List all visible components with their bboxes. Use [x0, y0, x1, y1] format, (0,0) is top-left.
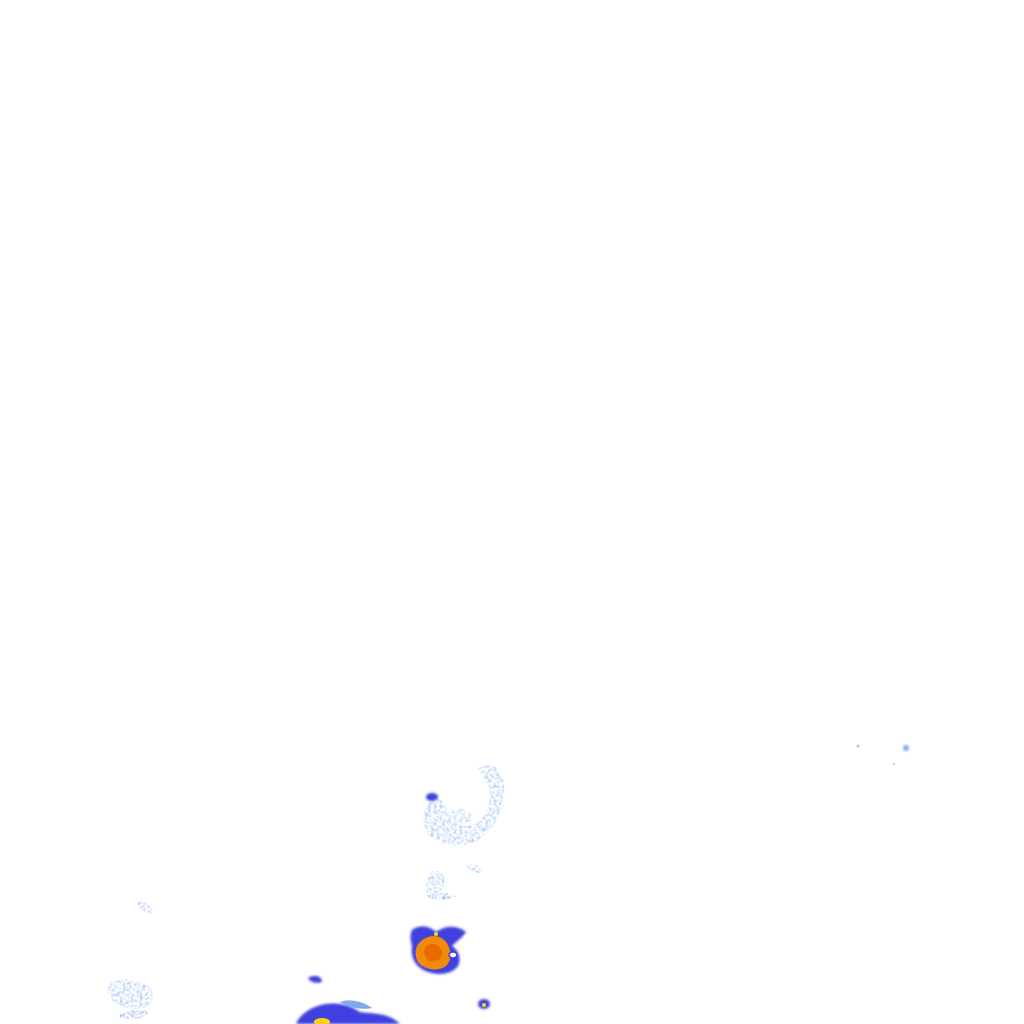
echo-ring-outer: [422, 765, 505, 846]
echo-small-blob: [426, 793, 438, 801]
echo-left-cluster: [107, 901, 154, 1019]
echo-ring-cell: [422, 765, 505, 846]
echo-ring-inner: [448, 808, 474, 825]
storm-cell-main: [410, 926, 466, 974]
echo-right-specks: [856, 744, 909, 765]
echo-bottom-light: [340, 1000, 372, 1009]
storm-intense-spot: [448, 951, 458, 959]
echo-bottom-band: [296, 975, 400, 1024]
storm-intense-dot: [434, 932, 438, 936]
echo-bottom-intense: [314, 1018, 330, 1024]
echo-fragments: [425, 864, 483, 900]
storm-heavy-inner: [424, 944, 442, 962]
echo-small-cell-right: [478, 999, 490, 1009]
